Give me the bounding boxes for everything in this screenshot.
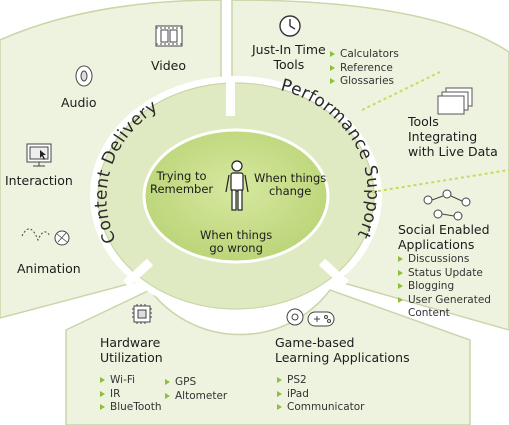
list-item: Glossaries (330, 75, 399, 89)
list-item: iPad (277, 388, 365, 402)
person-icon (225, 160, 249, 211)
jit-list: Calculators Reference Glossaries (330, 48, 399, 89)
speaker-icon (75, 65, 93, 87)
bottom-sector (65, 289, 471, 425)
list-item: Communicator (277, 401, 365, 415)
label-audio: Audio (61, 95, 97, 110)
list-item: Discussions (398, 253, 491, 267)
list-item: IR (100, 388, 162, 402)
list-item: Calculators (330, 48, 399, 62)
clock-icon (279, 15, 301, 37)
hardware-list-2: GPS Altometer (165, 376, 227, 403)
bouncing-ball-icon (21, 228, 70, 246)
label-interaction: Interaction (5, 173, 73, 188)
stacked-windows-icon (437, 87, 473, 115)
list-item: GPS (165, 376, 227, 390)
list-item: BlueTooth (100, 401, 162, 415)
people-network-icon (423, 189, 471, 221)
hardware-list-1: Wi-Fi IR BlueTooth (100, 374, 162, 415)
games-list: PS2 iPad Communicator (277, 374, 365, 415)
monitor-cursor-icon (26, 143, 52, 167)
list-item: Status Update (398, 267, 491, 281)
list-item: Wi-Fi (100, 374, 162, 388)
list-item: Blogging (398, 280, 491, 294)
list-item: Reference (330, 62, 399, 76)
social-list: Discussions Status Update Blogging User … (398, 253, 491, 321)
list-item: Altometer (165, 390, 227, 404)
label-video: Video (151, 58, 187, 73)
label-animation: Animation (17, 261, 81, 276)
gamepad-gear-icon (286, 308, 335, 327)
list-item: PS2 (277, 374, 365, 388)
film-strip-icon (155, 25, 183, 47)
chip-icon (132, 304, 152, 324)
